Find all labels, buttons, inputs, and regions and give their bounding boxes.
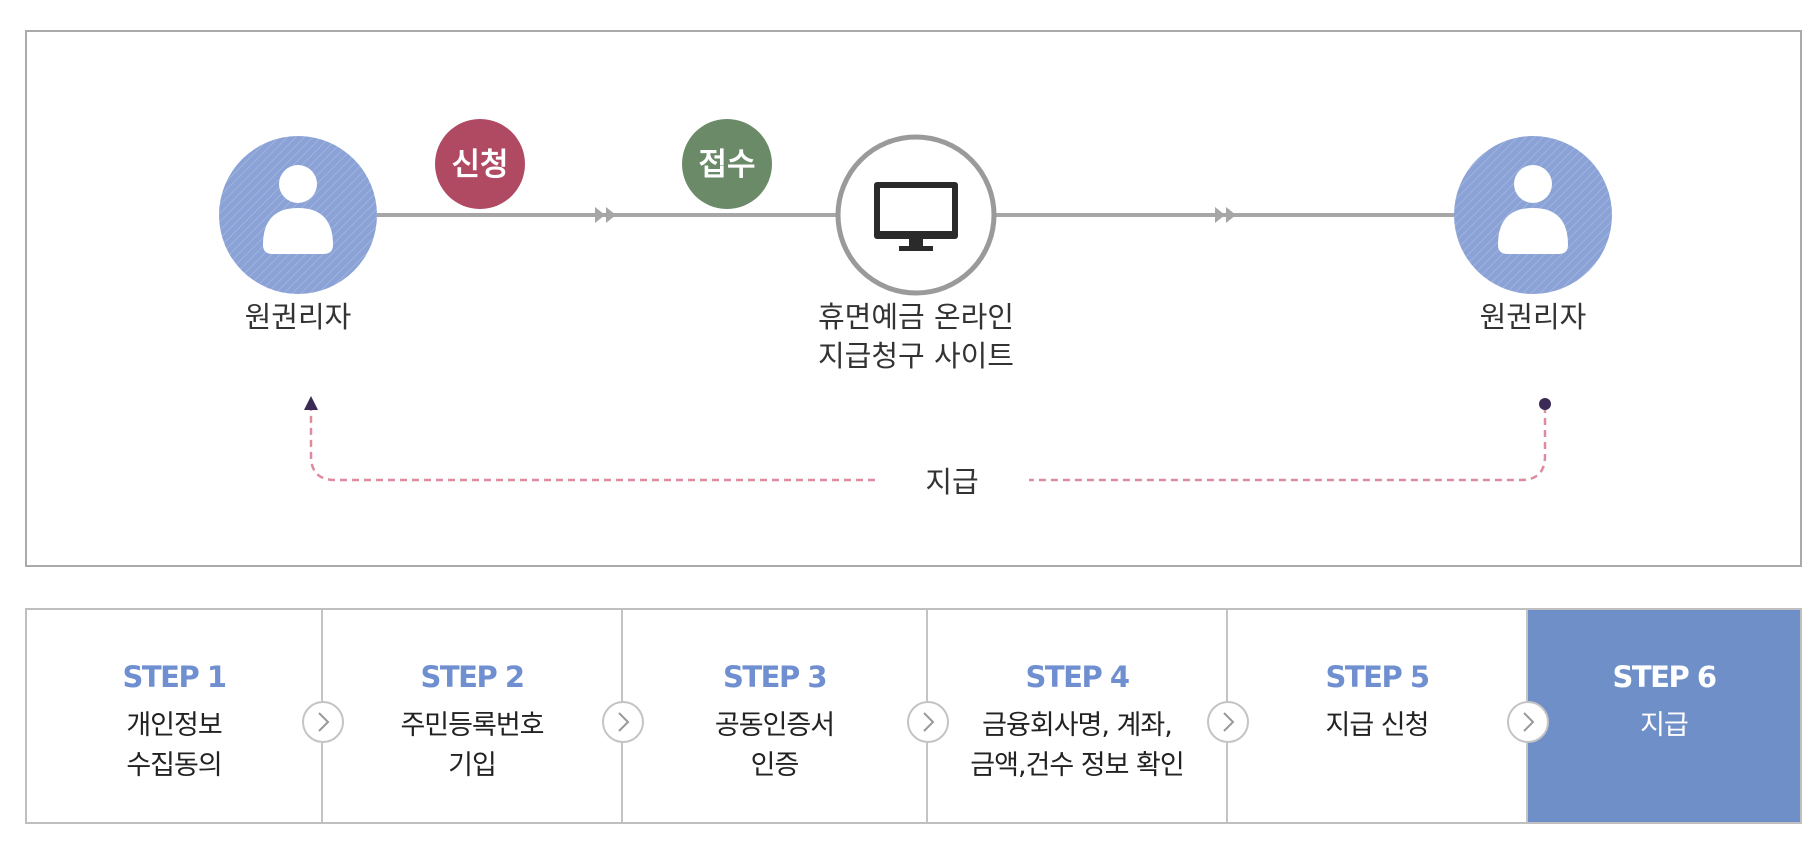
step-desc: 지급 신청 [1325,710,1430,741]
step-2: STEP 2 주민등록번호 기입 [302,610,623,822]
step-3: STEP 3 공동인증서 인증 [602,610,928,822]
receive-badge-label: 접수 [698,147,755,183]
chevron-right-icon [1507,701,1549,743]
payment-arrow-icon [304,396,318,410]
step-4: STEP 4 금융회사명, 계좌, 금액,건수 정보 확인 [907,610,1228,822]
step-desc: 주민등록번호 기입 [400,710,544,781]
site-label-line2: 지급청구 사이트 [818,339,1014,373]
payment-path-right [1029,406,1547,482]
apply-badge-label: 신청 [451,147,508,183]
flow-diagram: 신청 접수 원권리자 휴면예금 온라인 지급청구 사이트 원권리자 지급 [25,30,1802,567]
right-person-icon [1454,136,1612,294]
site-label-line1: 휴면예금 온라인 [818,300,1014,334]
chevron-right-icon [602,701,644,743]
flow-diagram-canvas: 신청 접수 원권리자 휴면예금 온라인 지급청구 사이트 원권리자 지급 [219,119,1612,499]
left-person-label: 원권리자 [245,300,352,334]
apply-badge: 신청 [435,119,525,209]
monitor-icon [835,134,997,296]
payment-label: 지급 [925,465,978,499]
right-person-label: 원권리자 [1480,300,1587,334]
chevron-right-icon [907,701,949,743]
step-title: STEP 1 [122,660,227,694]
step-title: STEP 4 [1025,660,1130,694]
step-title: STEP 3 [722,660,828,694]
payment-start-dot [1539,398,1551,410]
chevron-right-icon [1207,701,1249,743]
step-desc: 개인정보 수집동의 [126,710,222,781]
step-desc: 지급 [1640,710,1689,741]
payment-path-left [309,410,875,482]
left-person-icon [219,136,377,294]
step-desc: 금융회사명, 계좌, 금액,건수 정보 확인 [970,710,1184,781]
double-arrow-icon [595,207,616,223]
receive-badge: 접수 [682,119,772,209]
step-5: STEP 5 지급 신청 [1207,610,1528,822]
step-6: STEP 6 지급 [1507,610,1800,822]
step-bar: STEP 1 개인정보 수집동의 STEP 2 주민등록번호 기입 STEP 3… [25,608,1802,824]
step-title: STEP 2 [420,660,525,694]
step-desc: 공동인증서 인증 [714,710,835,781]
step-1: STEP 1 개인정보 수집동의 [27,610,323,822]
step-title: STEP 5 [1325,660,1430,694]
double-arrow-icon [1215,207,1236,223]
chevron-right-icon [302,701,344,743]
step-title: STEP 6 [1612,660,1717,694]
